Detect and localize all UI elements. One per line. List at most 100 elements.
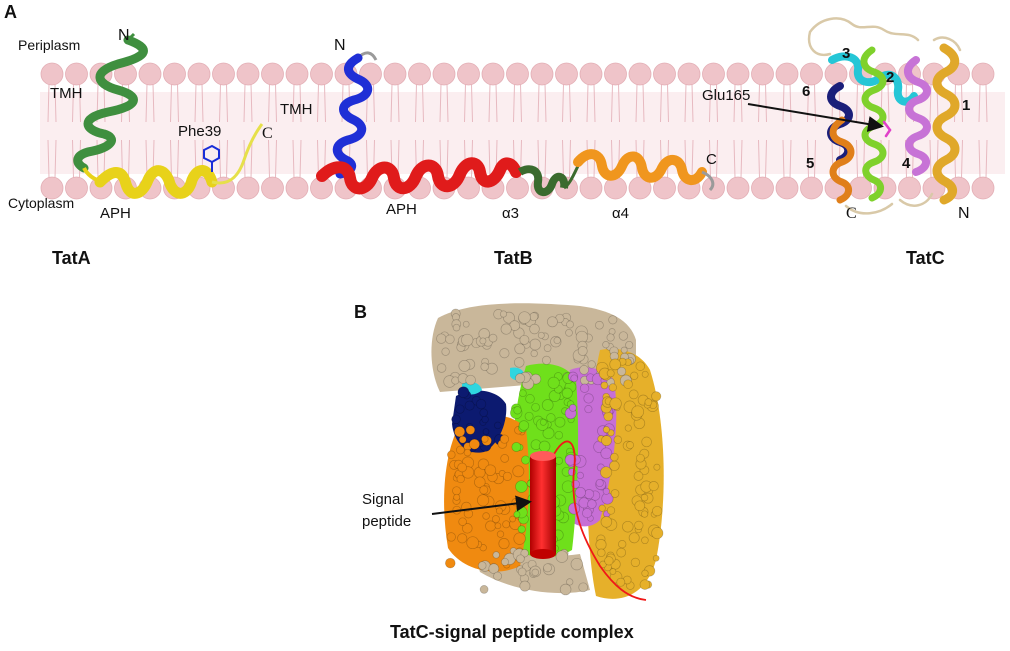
surface-atom xyxy=(457,533,468,544)
lipid-head xyxy=(800,62,823,86)
lipid-head xyxy=(628,62,652,86)
surface-atom xyxy=(446,532,456,542)
tatb-tmh-helix xyxy=(332,53,373,179)
surface-atom xyxy=(554,456,563,465)
lipid-head xyxy=(40,176,64,200)
surface-atom xyxy=(513,406,522,415)
lipid-head xyxy=(236,176,260,200)
surface-atom xyxy=(584,405,593,414)
lipid-head xyxy=(506,62,529,86)
lipid-tail xyxy=(243,83,253,123)
surface-atom xyxy=(469,438,480,450)
surface-atom xyxy=(622,520,634,533)
lipid-head xyxy=(408,62,431,86)
surface-atom xyxy=(458,359,471,372)
surface-atom xyxy=(475,398,487,410)
lipid-tail xyxy=(782,139,792,179)
surface-atom xyxy=(445,334,455,345)
surface-atom xyxy=(479,585,489,594)
surface-atom xyxy=(641,569,649,577)
tatb-n-label: N xyxy=(334,37,346,54)
tatb-linker xyxy=(563,165,580,190)
surface-atom xyxy=(641,370,649,378)
surface-atom xyxy=(559,583,572,596)
surface-atom xyxy=(466,536,480,550)
tata-tmh-helix xyxy=(73,35,148,173)
surface-atom xyxy=(482,512,490,520)
surface-atom xyxy=(488,333,498,343)
lipid-tail xyxy=(488,83,498,123)
surface-atom xyxy=(499,434,510,444)
surface-atom xyxy=(616,577,626,587)
surface-atom xyxy=(452,486,462,496)
tata-structure xyxy=(73,32,264,199)
signal-peptide-pointer-arrow xyxy=(431,495,532,515)
surface-atom xyxy=(513,532,526,545)
surface-atom xyxy=(525,394,535,404)
surface-atom xyxy=(500,454,510,463)
surface-atom xyxy=(630,557,641,568)
surface-atom xyxy=(436,333,447,344)
tatc-helix-2-label: 2 xyxy=(886,69,894,86)
lipid-tail xyxy=(660,83,669,123)
surface-atom xyxy=(477,494,490,507)
lipid-tail xyxy=(317,83,326,123)
lipid-tail xyxy=(709,139,718,179)
lipid-head xyxy=(751,62,774,86)
surface-atom xyxy=(568,502,581,515)
surface-atom xyxy=(576,471,584,480)
surface-atom xyxy=(564,454,577,466)
tata-tmh-label: TMH xyxy=(50,85,83,102)
surface-atom xyxy=(639,579,651,590)
panel-a: A Periplasm Cytoplasm N TMH APH Phe39 C … xyxy=(4,2,1005,268)
lipid-tail xyxy=(170,139,179,179)
surface-atom xyxy=(600,466,613,479)
surface-atom xyxy=(441,347,450,356)
lipid-head xyxy=(653,62,676,86)
surface-atom xyxy=(541,355,552,365)
lipid-tail xyxy=(807,139,816,179)
lipid-tail xyxy=(47,139,57,179)
lipid-tail xyxy=(513,83,522,123)
lipid-tail xyxy=(219,139,228,179)
surface-atom xyxy=(541,399,554,411)
tatb-tmh-label: TMH xyxy=(280,101,313,118)
panel-b-caption: TatC-signal peptide complex xyxy=(390,622,634,642)
surface-atom xyxy=(445,557,456,569)
tatc-loops xyxy=(807,17,962,215)
glu165-residue xyxy=(882,120,892,138)
lipid-head xyxy=(898,176,921,200)
surface-atom xyxy=(519,334,530,345)
tatb-a3-label: α3 xyxy=(502,205,519,222)
surface-atom xyxy=(474,476,486,488)
lipid-tail xyxy=(170,83,179,123)
surface-atom xyxy=(436,363,447,373)
surface-atom xyxy=(568,404,577,412)
lipid-tail xyxy=(978,139,988,179)
tatc-helix-4-label: 4 xyxy=(902,155,911,172)
lipid-head xyxy=(65,62,88,86)
surface-atom xyxy=(512,465,525,478)
surface-atom xyxy=(455,404,465,414)
glu165-label: Glu165 xyxy=(702,87,750,104)
surface-atom xyxy=(502,471,512,481)
surface-atom xyxy=(477,458,490,470)
cytoplasm-label: Cytoplasm xyxy=(8,195,74,211)
surface-atom xyxy=(511,442,522,452)
surface-atom xyxy=(603,411,614,422)
surface-atom xyxy=(520,549,529,558)
surface-atom xyxy=(502,520,511,529)
panel-b-letter: B xyxy=(354,302,367,322)
lipid-head xyxy=(726,62,750,86)
surface-atom xyxy=(458,517,467,526)
surface-atom xyxy=(583,393,594,404)
lipid-tail xyxy=(586,83,596,123)
surface-atom xyxy=(600,381,609,390)
lipid-tail xyxy=(219,83,228,123)
lipid-tail xyxy=(464,83,473,123)
surface-atom xyxy=(521,455,531,465)
surface-atom xyxy=(579,365,589,375)
signal-peptide-tail xyxy=(551,440,647,601)
surface-atom xyxy=(518,420,530,431)
surface-atom xyxy=(501,557,509,566)
